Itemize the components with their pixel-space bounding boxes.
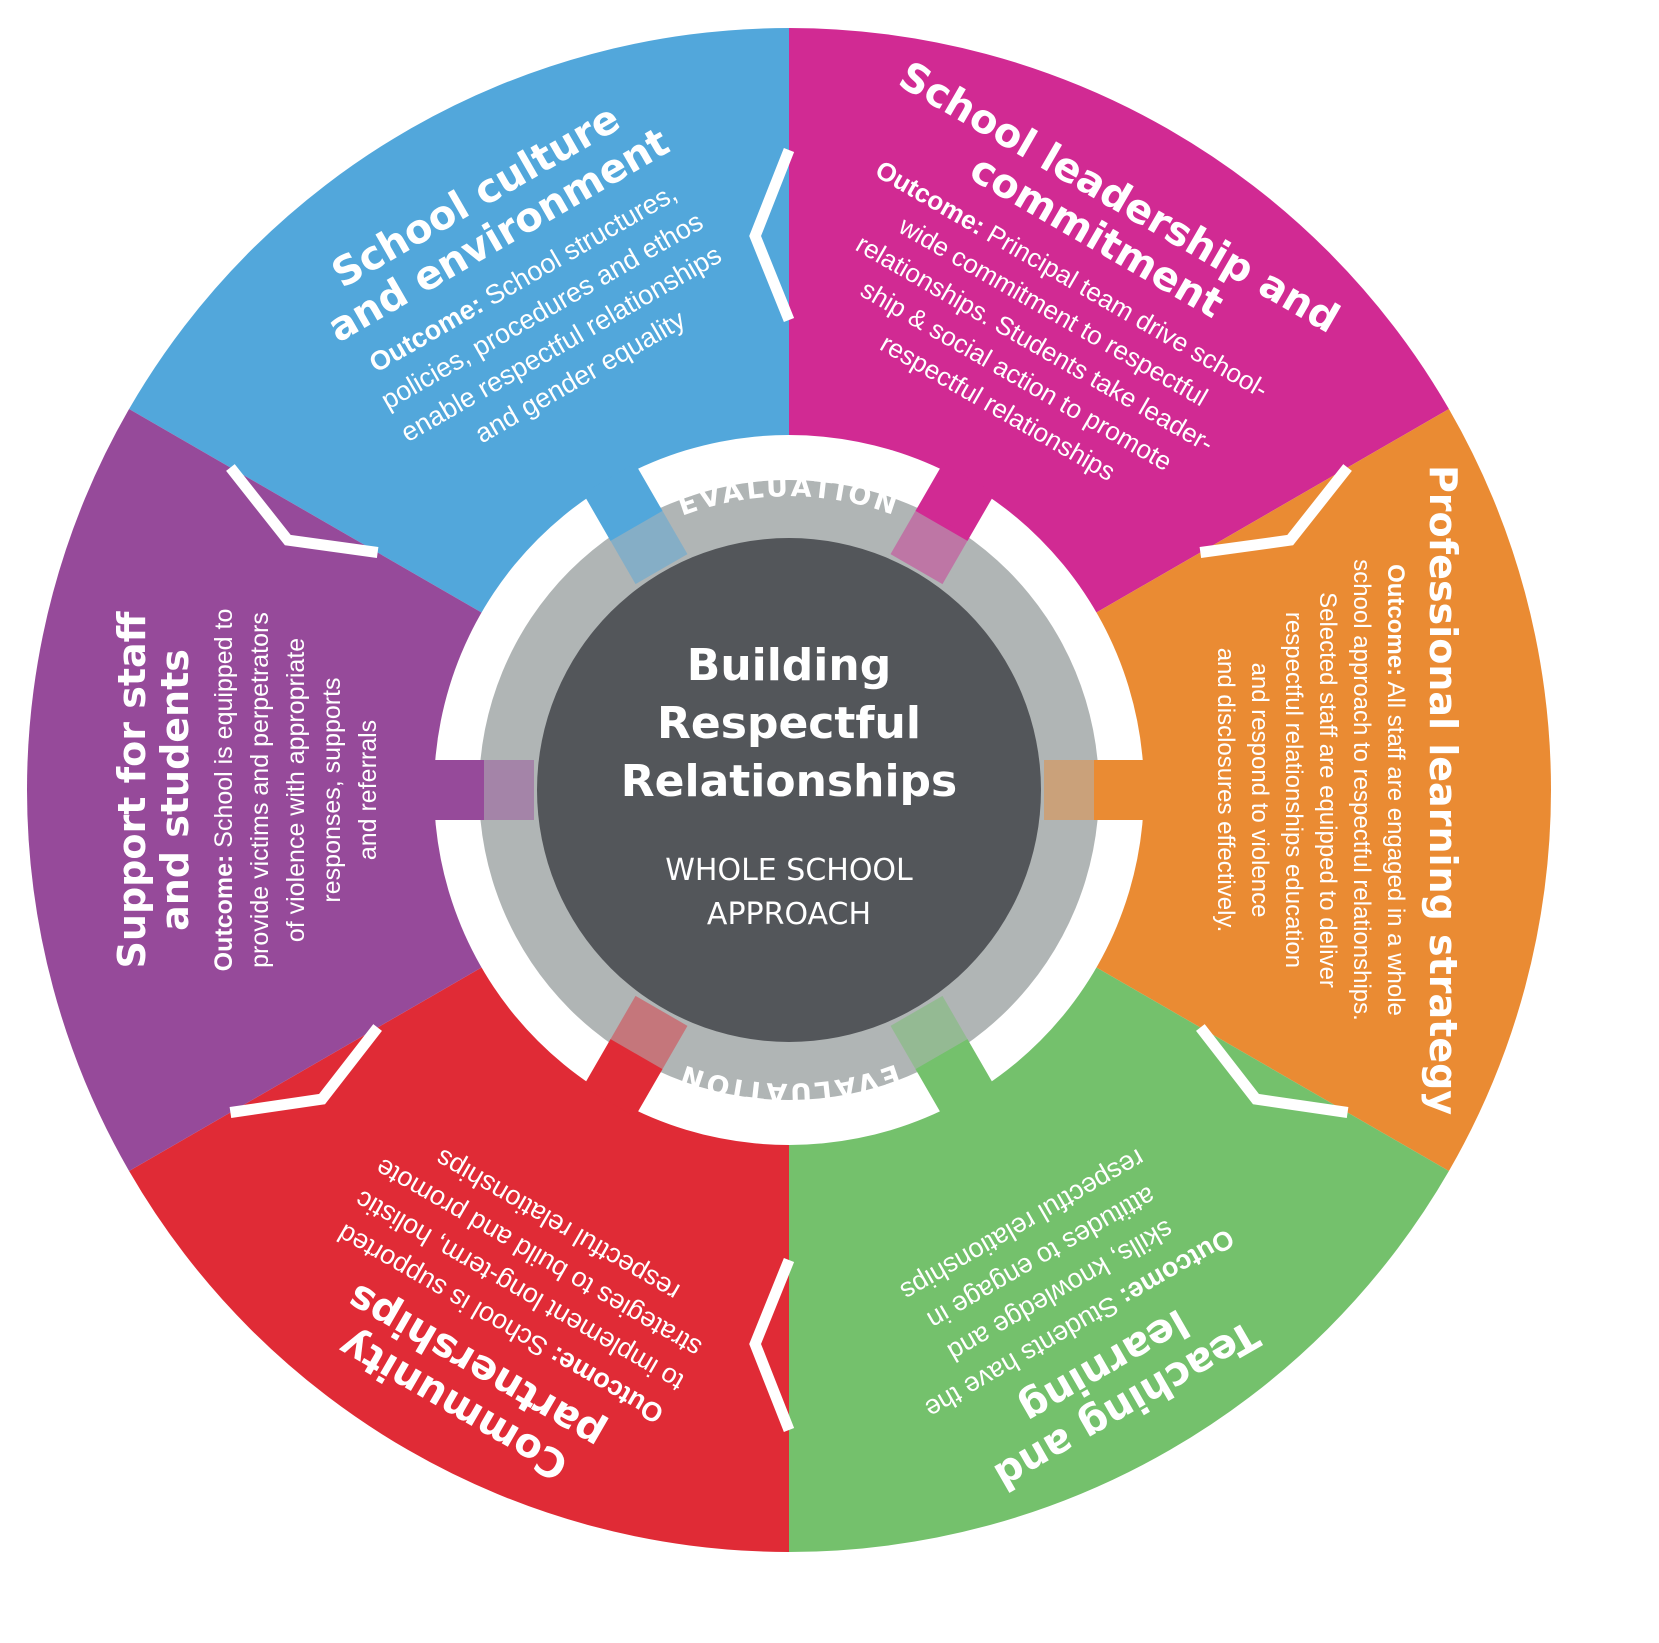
center-title-line: Building (687, 640, 891, 691)
center-core (537, 538, 1041, 1042)
outcome-label: Outcome: (1382, 564, 1409, 676)
segment-connector-spoke (583, 463, 663, 541)
outcome-label: Outcome: (210, 855, 238, 972)
segment-professional-wedge (789, 409, 1551, 1171)
boundary-chevron-marker (229, 1024, 382, 1118)
segment-connector-spoke-overlay (608, 506, 688, 585)
svg-text:and disclosures effectively.: and disclosures effectively. (1212, 648, 1239, 933)
boundary-chevron-marker (749, 1257, 795, 1433)
segment-professional-text: Professional learning strategy Outcome: … (1212, 465, 1465, 1115)
svg-text:provide victims and perpetrato: provide victims and perpetrators (246, 612, 274, 968)
segment-connector-spoke (583, 1039, 663, 1117)
svg-text:responses, supports: responses, supports (318, 677, 346, 902)
segment-support-wedge (26, 409, 789, 1171)
svg-text:and students: and students (153, 649, 197, 931)
svg-text:respectful relationships educa: respectful relationships education (1280, 612, 1307, 968)
svg-text:Support for staff: Support for staff (110, 610, 154, 968)
segment-connector-spoke (915, 1039, 995, 1117)
segment-connector-spoke-overlay (890, 995, 970, 1074)
center-title-line: Respectful (657, 698, 921, 749)
svg-text:Outcome: School is equipped to: Outcome: School is equipped to (210, 609, 238, 972)
outcome-text: responses, supports (318, 677, 346, 902)
boundary-chevron-marker (1199, 464, 1352, 558)
outcome-text: All staff are engaged in a whole (1382, 676, 1409, 1016)
outcome-text: Selected staff are equipped to deliver (1314, 592, 1341, 988)
center-title-line: Relationships (621, 756, 957, 807)
segment-connector-spoke (915, 463, 995, 541)
segment-connector-spoke-overlay (890, 506, 970, 585)
segment-support-text: Support for staff and students Outcome: … (110, 609, 382, 972)
chevrons-layer (226, 147, 1352, 1433)
outcome-text: school approach to respectful relationsh… (1348, 559, 1375, 1021)
outcome-text: respectful relationships education (1280, 612, 1307, 968)
segment-connector-spoke-overlay (608, 995, 688, 1074)
outcome-text: and referrals (354, 720, 382, 860)
svg-text:school approach to respectful: school approach to respectful relationsh… (1348, 559, 1375, 1021)
boundary-chevron-marker (749, 147, 795, 323)
center-core-text: Building Respectful Relationships WHOLE … (621, 640, 957, 932)
svg-text:Outcome: All staff are engaged: Outcome: All staff are engaged in a whol… (1382, 564, 1409, 1016)
svg-text:Selected staff are equipped to: Selected staff are equipped to deliver (1314, 592, 1341, 988)
center-subtitle-line: APPROACH (707, 897, 871, 932)
segment-title-line: Professional learning strategy (1421, 465, 1465, 1115)
rings-layer (429, 435, 1149, 1145)
outcome-text: of violence with appropriate (282, 638, 310, 942)
outcome-text: and respond to violence (1246, 663, 1273, 918)
svg-text:and respond to violence: and respond to violence (1246, 663, 1273, 918)
boundary-chevron-marker (226, 464, 379, 558)
segment-title-line: and students (153, 649, 197, 931)
svg-text:Professional learning strategy: Professional learning strategy (1421, 465, 1465, 1115)
center-subtitle-line: WHOLE SCHOOL (665, 853, 913, 888)
svg-text:of violence with appropriate: of violence with appropriate (282, 638, 310, 942)
outcome-text: and disclosures effectively. (1212, 648, 1239, 933)
segment-title-line: Support for staff (110, 610, 154, 968)
boundary-chevron-marker (1196, 1024, 1349, 1118)
svg-text:and referrals: and referrals (354, 720, 382, 860)
outcome-text: provide victims and perpetrators (246, 612, 274, 968)
outcome-text: School is equipped to (210, 609, 238, 855)
